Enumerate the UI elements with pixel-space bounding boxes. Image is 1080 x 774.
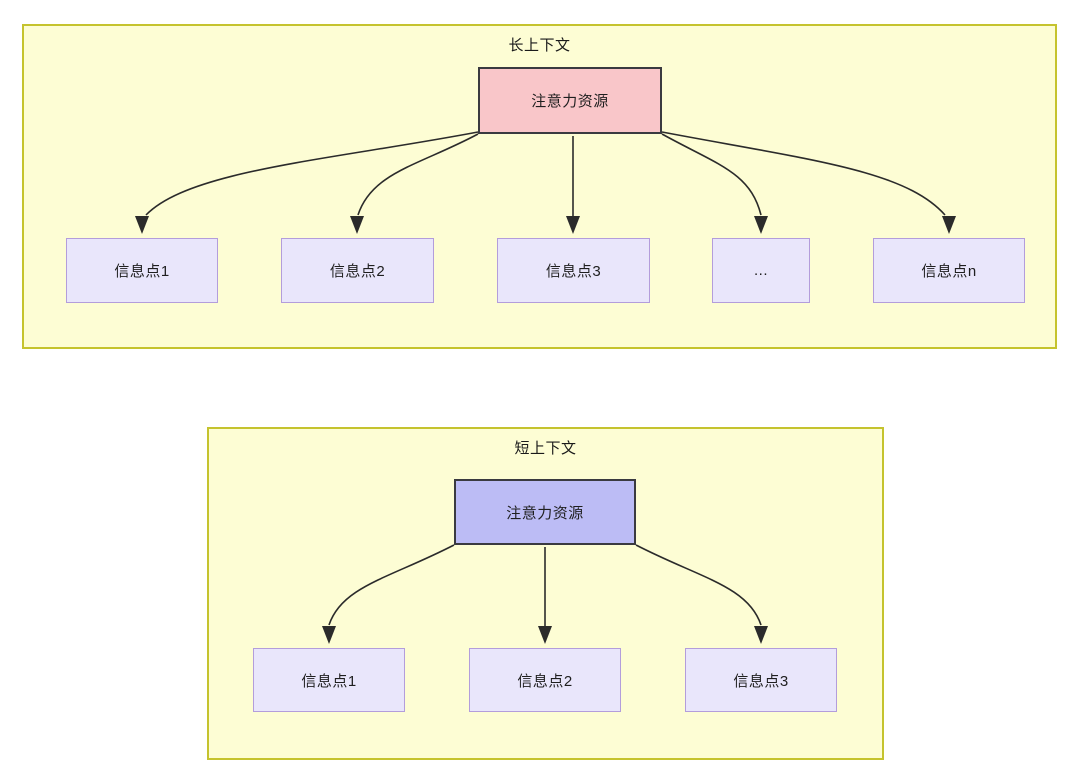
- node-attention-resource-short[interactable]: 注意力资源: [454, 479, 636, 545]
- node-attention-resource-long[interactable]: 注意力资源: [478, 67, 662, 134]
- node-info-point-n-long[interactable]: 信息点n: [873, 238, 1025, 303]
- group-long-context-title: 长上下文: [508, 37, 571, 54]
- node-info-point-2-long[interactable]: 信息点2: [281, 238, 434, 303]
- node-info-point-3-short[interactable]: 信息点3: [685, 648, 837, 712]
- node-info-point-1-long[interactable]: 信息点1: [66, 238, 218, 303]
- node-info-point-3-long[interactable]: 信息点3: [497, 238, 650, 303]
- group-short-context-title: 短上下文: [514, 440, 577, 457]
- node-info-point-2-short[interactable]: 信息点2: [469, 648, 621, 712]
- node-info-point-ellipsis-long[interactable]: ...: [712, 238, 810, 303]
- node-info-point-1-short[interactable]: 信息点1: [253, 648, 405, 712]
